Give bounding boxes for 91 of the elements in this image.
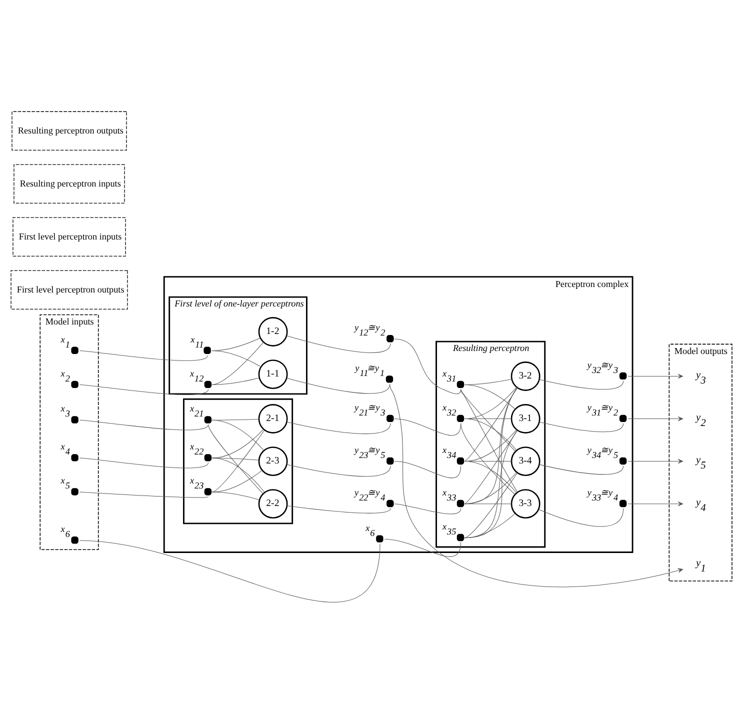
node-circle — [204, 346, 211, 354]
node-circle: 1-1 — [258, 359, 288, 388]
connector — [208, 424, 264, 494]
node-circle: 1-2 — [258, 316, 288, 346]
connector — [286, 377, 390, 394]
node-circle — [71, 488, 78, 495]
node-circle — [386, 456, 394, 464]
node-box: Resulting perceptron outputs — [12, 110, 127, 150]
connector — [286, 421, 391, 434]
connector — [464, 378, 512, 385]
connector — [464, 387, 518, 462]
connector — [538, 508, 624, 526]
connector — [212, 337, 260, 350]
node-circle: 2-3 — [258, 446, 288, 476]
node-circle — [386, 414, 394, 422]
connector — [212, 419, 264, 450]
connector — [539, 421, 624, 432]
connector — [464, 428, 517, 462]
connector — [212, 418, 260, 420]
node-circle: 2-2 — [258, 488, 288, 518]
node-circle — [619, 414, 627, 422]
connector — [212, 470, 262, 492]
connector — [464, 430, 518, 504]
connector — [464, 386, 518, 538]
connector — [79, 419, 209, 430]
connector — [79, 540, 380, 602]
connector — [212, 429, 265, 492]
arrow — [628, 373, 684, 378]
connector — [79, 457, 209, 468]
connector — [539, 378, 624, 390]
node-circle — [71, 416, 78, 423]
connector — [464, 429, 518, 538]
node-circle — [204, 380, 212, 388]
node-circle — [619, 372, 627, 380]
connector — [460, 388, 518, 492]
connector — [464, 471, 517, 504]
connector — [286, 464, 391, 476]
connector — [212, 377, 260, 385]
node-box: First level perceptron outputs — [10, 270, 128, 310]
connector — [464, 512, 516, 538]
node-circle — [456, 380, 464, 388]
node-circle — [386, 375, 394, 382]
node-circle: 2-1 — [258, 404, 288, 433]
node-circle — [456, 499, 464, 507]
connector — [464, 418, 517, 450]
arrow — [628, 458, 684, 464]
arrow — [628, 501, 684, 506]
node-circle — [456, 414, 464, 422]
node-circle: 3-4 — [510, 446, 540, 476]
connector — [384, 538, 462, 556]
node-circle — [619, 456, 627, 464]
node-circle — [456, 533, 464, 541]
node-circle — [71, 380, 78, 388]
connector — [212, 457, 265, 492]
connector — [394, 460, 462, 478]
node-circle — [619, 499, 627, 507]
node-circle — [204, 416, 212, 423]
node-box: First level perceptron inputs — [12, 216, 126, 256]
node-circle — [204, 488, 212, 495]
node-circle — [376, 534, 384, 542]
node-circle — [386, 334, 394, 342]
node-circle — [456, 456, 464, 464]
connector — [286, 504, 391, 513]
connector — [79, 491, 209, 498]
connector — [394, 338, 462, 394]
node-circle — [71, 346, 78, 354]
node-circle: 3-3 — [510, 488, 540, 518]
connector — [394, 503, 462, 514]
node-circle: 3-2 — [510, 361, 540, 390]
node-circle: 3-1 — [510, 404, 540, 433]
node-circle — [386, 499, 394, 507]
node-circle — [204, 454, 212, 461]
connector — [394, 418, 462, 436]
arrow — [628, 416, 684, 421]
connector — [460, 388, 516, 452]
connector — [539, 464, 624, 474]
connector — [286, 334, 391, 352]
connector — [464, 460, 512, 462]
connector — [79, 384, 209, 394]
connector — [460, 422, 516, 494]
connector — [212, 341, 264, 385]
cluster — [183, 398, 294, 524]
node-circle — [71, 536, 78, 544]
node-circle — [71, 454, 78, 461]
arrow — [390, 383, 684, 587]
connector — [464, 472, 518, 538]
connector — [464, 460, 517, 493]
node-box: Resulting perceptron inputs — [14, 164, 125, 204]
connector — [212, 457, 260, 460]
connector — [464, 386, 518, 504]
connector — [79, 350, 208, 360]
